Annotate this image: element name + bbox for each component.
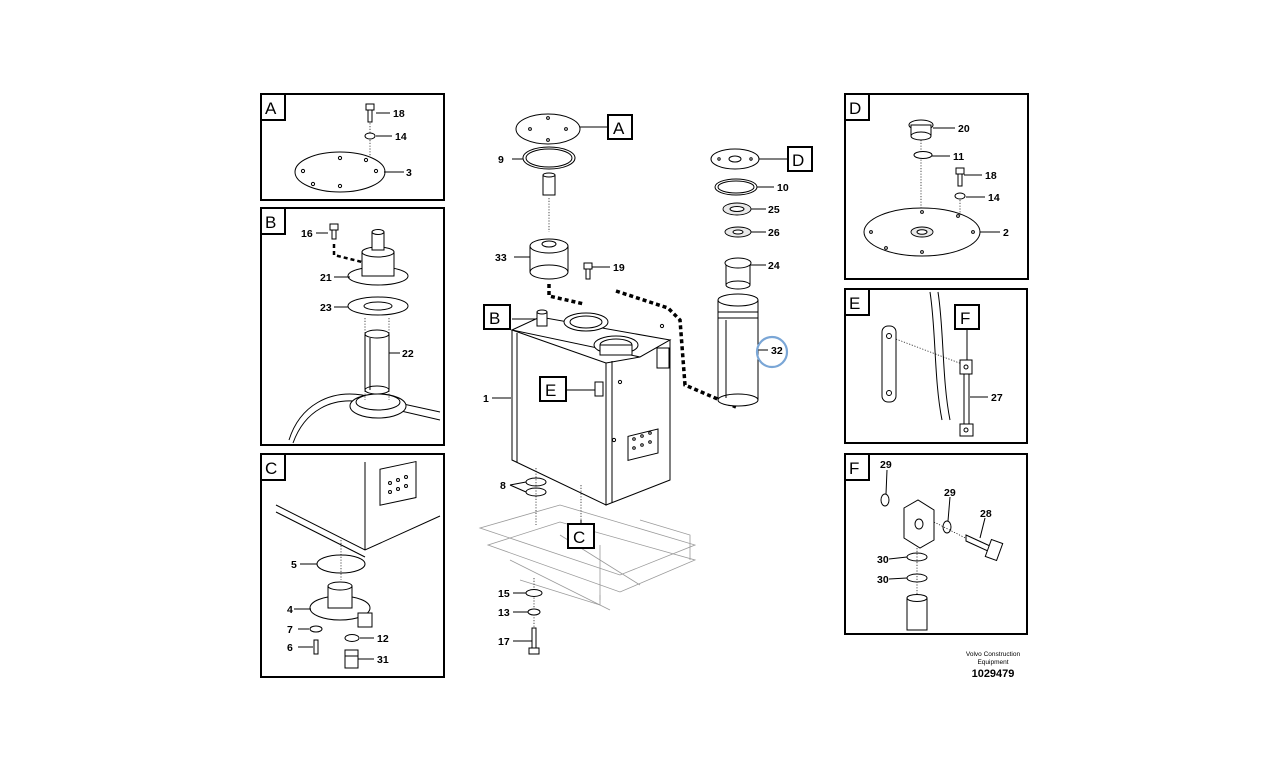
drawing-number: 1029479	[972, 668, 1015, 680]
part-number: 21	[320, 272, 332, 284]
brand-line-1: Volvo Construction	[966, 651, 1021, 658]
part-number: 8	[500, 480, 506, 492]
part-number: 23	[320, 302, 332, 314]
part-number: 27	[991, 392, 1003, 404]
detail-panel-e: E F 27	[844, 288, 1028, 444]
part-number: 33	[495, 252, 507, 264]
part-number: 17	[498, 636, 510, 648]
panel-f-letter: F	[849, 459, 859, 478]
part-number: 14	[395, 131, 407, 143]
part-number: 9	[498, 154, 504, 166]
part-number: 5	[291, 559, 297, 571]
panel-c-letter: C	[265, 459, 277, 478]
part-number: 14	[988, 192, 1000, 204]
part-number: 4	[287, 604, 293, 616]
part-number: 6	[287, 642, 293, 654]
part-number: 20	[958, 123, 970, 135]
sub-callout-f: F	[960, 309, 970, 328]
part-number: 29	[880, 459, 892, 471]
part-number: 18	[393, 108, 405, 120]
callout-c: C	[573, 528, 585, 547]
panel-b-letter: B	[265, 213, 276, 232]
part-number: 7	[287, 624, 293, 636]
detail-panel-d: D 20 11 18 14 2	[844, 93, 1029, 280]
part-number: 24	[768, 260, 780, 272]
detail-panel-a: A 18 14 3	[260, 93, 445, 201]
callout-d: D	[792, 151, 804, 170]
brand-line-2: Equipment	[977, 659, 1008, 666]
part-number: 16	[301, 228, 313, 240]
main-assembly-view: A D B E C 9 33 19 1 8 15 13 17 10 25 26 …	[478, 113, 813, 655]
part-number: 28	[980, 508, 992, 520]
part-number: 31	[377, 654, 389, 666]
part-number: 22	[402, 348, 414, 360]
part-number: 3	[406, 167, 412, 179]
callout-b: B	[489, 309, 500, 328]
part-number: 26	[768, 227, 780, 239]
part-number: 11	[953, 151, 964, 163]
detail-panel-f: F 29 29 28 30 30	[844, 453, 1028, 635]
part-number: 12	[377, 633, 389, 645]
part-number: 10	[777, 182, 789, 194]
callout-e: E	[545, 381, 556, 400]
part-number: 18	[985, 170, 997, 182]
detail-panel-b: B 16 21 23 22	[260, 207, 445, 446]
panel-d-letter: D	[849, 99, 861, 118]
part-number: 32	[771, 345, 783, 357]
part-number: 2	[1003, 227, 1009, 239]
drawing-footer: Volvo Construction Equipment 1029479	[966, 651, 1021, 680]
panel-e-letter: E	[849, 294, 860, 313]
part-number: 15	[498, 588, 510, 600]
part-number: 13	[498, 607, 510, 619]
callout-a: A	[613, 119, 625, 138]
part-number: 29	[944, 487, 956, 499]
part-number: 30	[877, 554, 889, 566]
highlight-circle	[755, 335, 789, 369]
part-number: 30	[877, 574, 889, 586]
part-number: 25	[768, 204, 780, 216]
part-number: 1	[483, 393, 489, 405]
detail-panel-c: C 5 4 7 6 12 31	[260, 453, 445, 678]
panel-a-letter: A	[265, 99, 277, 118]
part-number: 19	[613, 262, 625, 274]
